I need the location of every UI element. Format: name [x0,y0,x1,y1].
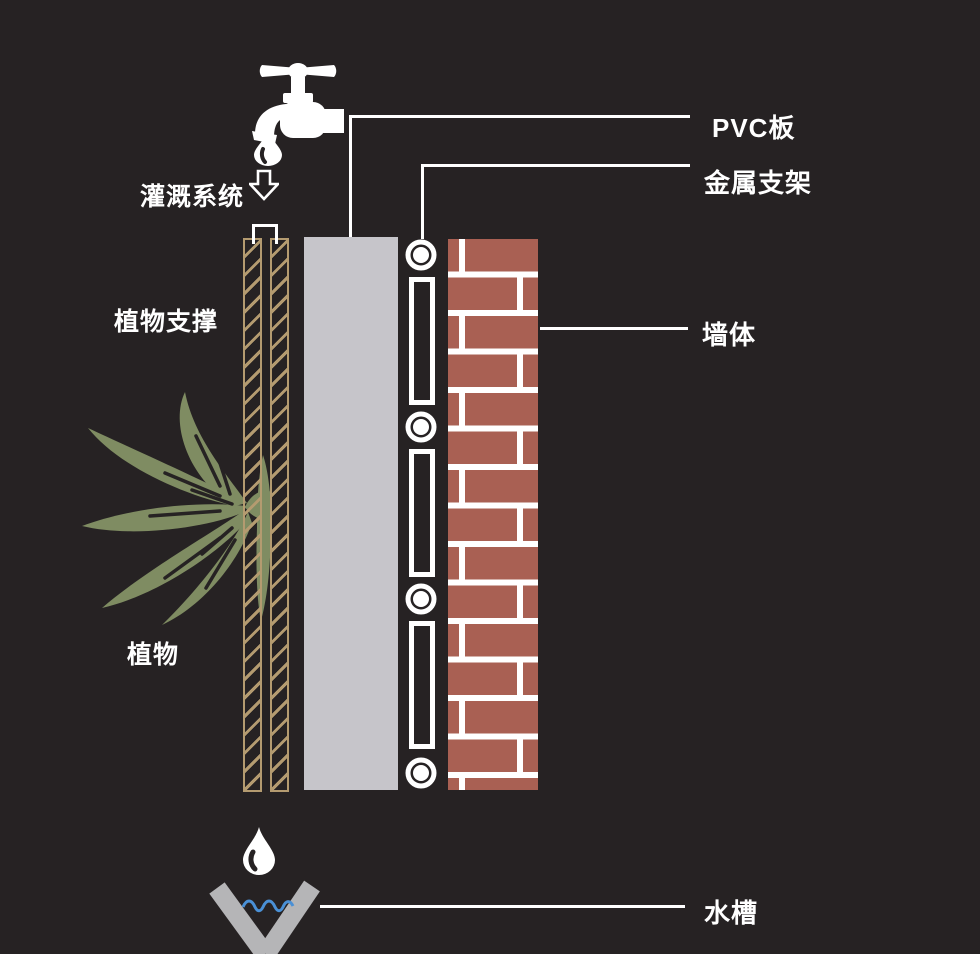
brick-wall [448,239,538,790]
down-arrow-icon [249,169,279,201]
wall-label: 墙体 [702,320,757,350]
pvc-leader-line-vertical [349,115,352,237]
bracket-leader-line [421,164,690,167]
pipe-staple-icon [252,224,278,244]
metal-bracket-label: 金属支架 [704,168,813,198]
water-drop-icon [254,131,282,166]
plant-support-strip-left [243,238,262,792]
metal-bracket-column [405,239,437,789]
trough-icon [209,880,320,954]
pvc-leader-line [349,115,690,118]
trough-leader-line [320,905,685,908]
bracket-leader-line-vertical [421,164,424,239]
irrigation-label: 灌溉系统 [140,183,245,211]
plant-support-strip-right [270,238,289,792]
wave-icon [241,899,295,913]
plant-label: 植物 [127,641,180,669]
water-drop-icon [243,827,275,875]
wall-leader-line [540,327,688,330]
pvc-board-label: PVC板 [712,113,796,143]
faucet-icon [252,63,344,144]
water-trough-label: 水槽 [704,898,759,928]
pvc-board-panel [304,237,398,790]
plant-support-label: 植物支撑 [114,308,219,336]
